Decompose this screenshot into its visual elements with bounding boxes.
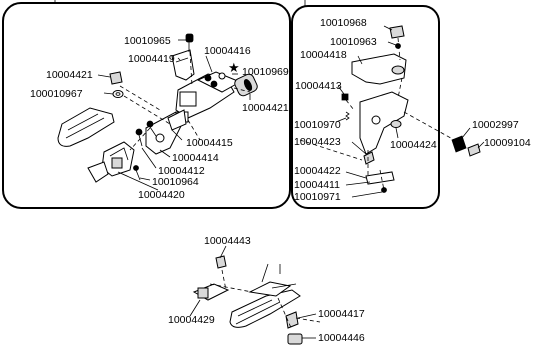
part-number-label: 10004429 bbox=[168, 314, 215, 326]
right-assembly-frame bbox=[291, 5, 440, 209]
part-number-label: 10002997 bbox=[472, 119, 519, 131]
part-number-label: 10010968 bbox=[320, 17, 367, 29]
part-number-label: 10010964 bbox=[152, 176, 199, 188]
part-number-label: 10004412 bbox=[158, 165, 205, 177]
part-number-label: 10010971 bbox=[294, 191, 341, 203]
part-number-label: 10009104 bbox=[484, 137, 531, 149]
part-number-label: 10004423 bbox=[294, 136, 341, 148]
part-number-label: 10004443 bbox=[204, 235, 251, 247]
left-assembly-parts: ★ bbox=[57, 33, 258, 183]
left-leader-lines bbox=[97, 39, 251, 191]
part-number-label: 10010969 bbox=[242, 66, 289, 78]
part-number-label: 10004416 bbox=[204, 45, 251, 57]
part-number-label: 10004411 bbox=[294, 179, 340, 191]
part-number-label: 10010963 bbox=[330, 36, 377, 48]
left-assembly-frame bbox=[2, 2, 291, 209]
part-number-label: 10004419 bbox=[128, 53, 175, 65]
part-number-label: 10004418 bbox=[300, 49, 347, 61]
right-assembly-parts bbox=[299, 25, 481, 193]
part-number-label: 10004421 bbox=[242, 102, 289, 114]
part-number-label: 100010967 bbox=[30, 88, 83, 100]
part-number-label: 10004424 bbox=[390, 139, 437, 151]
part-number-label: 10004421 bbox=[46, 69, 93, 81]
bottom-group-labels: 10004443 10004429 10004417 10004446 bbox=[168, 235, 365, 344]
part-number-label: 10010965 bbox=[124, 35, 171, 47]
right-group-labels: 10010968 10010963 10004418 10004413 1001… bbox=[294, 17, 531, 203]
left-group-labels: 10010965 10004416 10004419 10010969 1000… bbox=[30, 35, 289, 201]
part-number-label: 10004417 bbox=[318, 308, 365, 320]
part-number-label: 10004414 bbox=[172, 152, 219, 164]
part-number-label: 10010970 bbox=[294, 119, 341, 131]
bottom-leader-lines bbox=[189, 245, 317, 339]
part-number-label: 10004446 bbox=[318, 332, 365, 344]
svg-text:★: ★ bbox=[228, 61, 240, 76]
part-number-label: 10004413 bbox=[295, 80, 342, 92]
part-number-label: 10004422 bbox=[294, 165, 341, 177]
part-number-label: 10004415 bbox=[186, 137, 233, 149]
bottom-assembly-parts bbox=[192, 255, 321, 345]
right-leader-lines bbox=[335, 25, 485, 198]
part-number-label: 10004420 bbox=[138, 189, 185, 201]
